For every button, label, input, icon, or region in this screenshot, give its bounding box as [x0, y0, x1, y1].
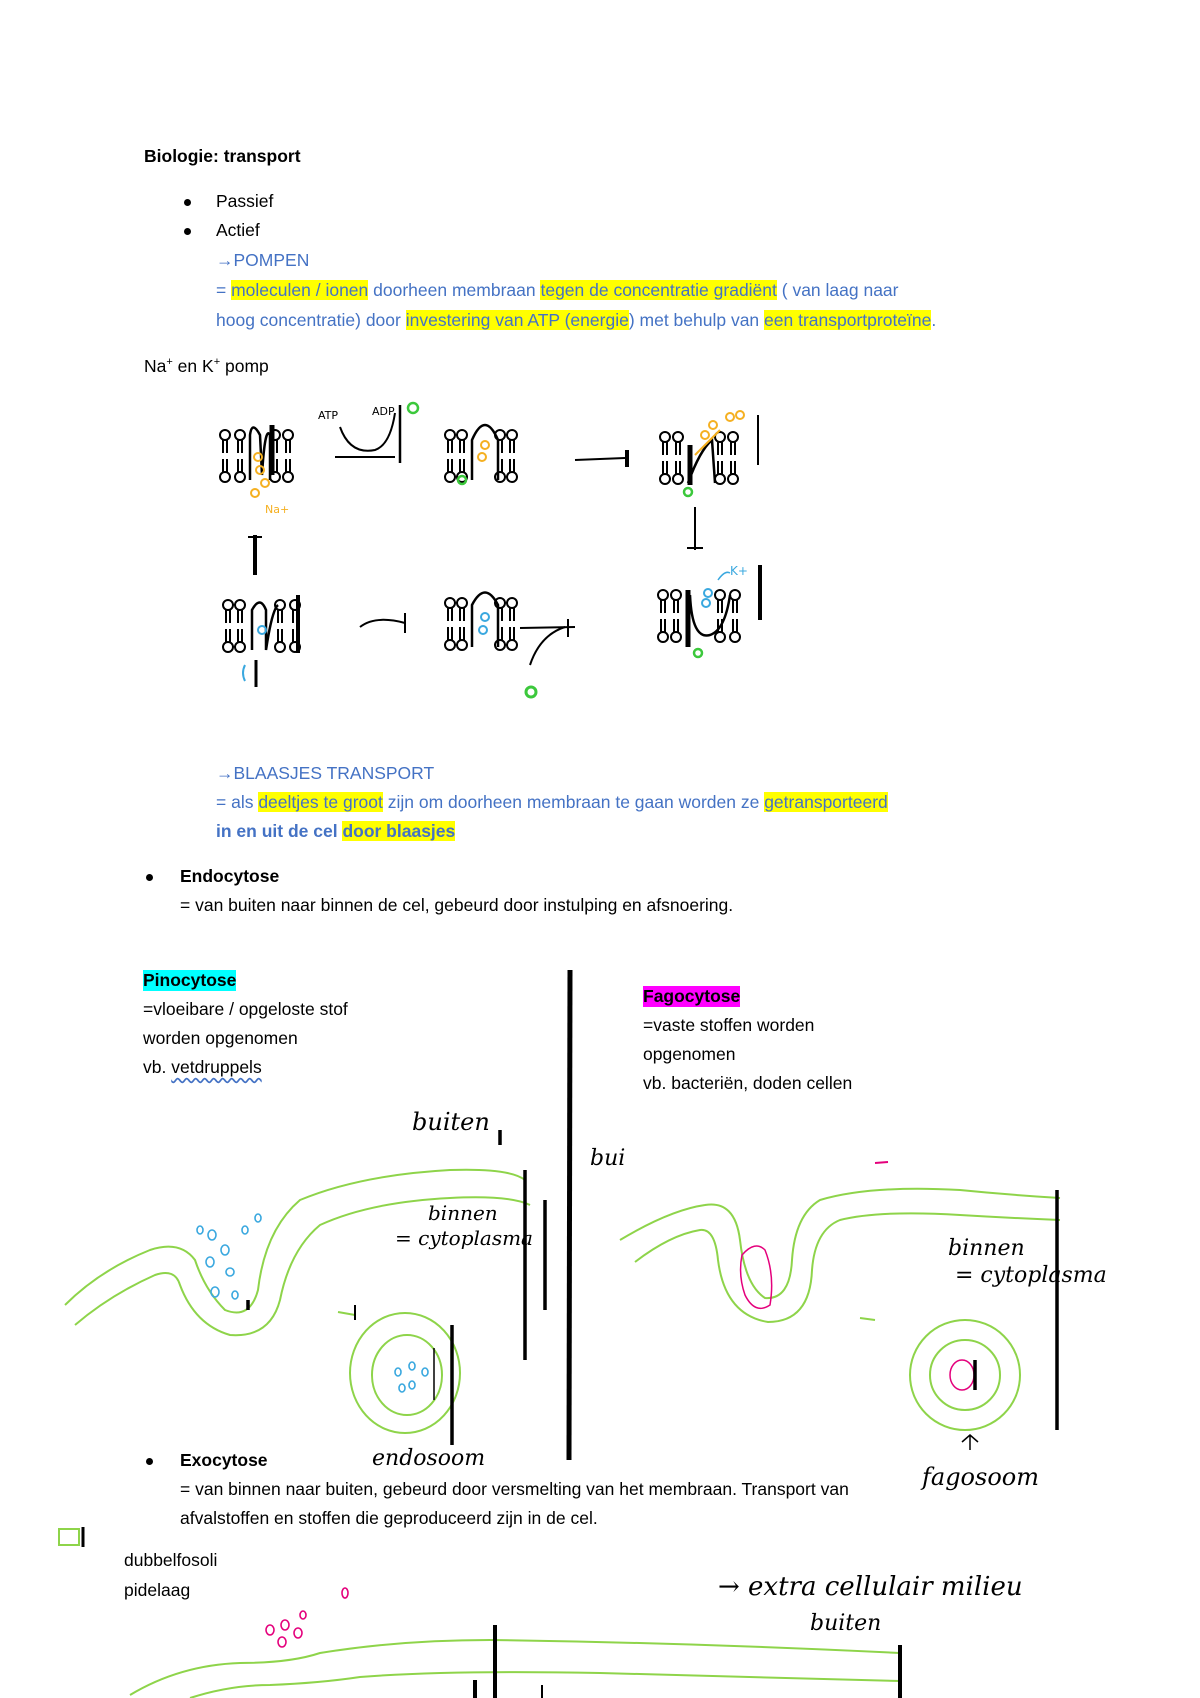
pinocytosis-membrane	[64, 1168, 531, 1434]
blaasjes-line1: = als deeltjes te groot zijn om doorheen…	[216, 792, 888, 813]
pump-stage-1: Na+	[219, 425, 294, 516]
superscript: +	[213, 356, 221, 369]
bullet-actief: Actief	[216, 220, 260, 240]
pump-stage-6	[222, 595, 301, 687]
pinocytose-title: Pinocytose	[143, 970, 237, 991]
label-extracellulair: → extra cellulair milieu	[718, 1572, 1023, 1602]
exocytosis-sketch: → extra cellulair milieu buiten	[129, 1572, 1023, 1698]
fagocytose-line2: opgenomen	[643, 1044, 736, 1064]
text-fragment: en K	[172, 356, 214, 376]
adp-label: ADP	[372, 405, 395, 418]
text-fragment: = als	[216, 792, 259, 812]
label-cytoplasma-right: = cytoplasma	[955, 1263, 1107, 1288]
pinocytosis-droplets	[196, 1213, 429, 1393]
pump-stage-2	[444, 423, 518, 486]
bacteria-in-fagosome	[949, 1359, 975, 1391]
exocytosis-particles	[265, 1587, 349, 1648]
release-arrow	[519, 619, 576, 699]
page-title: Biologie: transport	[144, 146, 301, 166]
exocytose-line2: afvalstoffen en stoffen die geproduceerd…	[180, 1508, 598, 1528]
exocytosis-membrane	[129, 1638, 901, 1698]
superscript: +	[166, 356, 173, 369]
text-fragment: vb.	[143, 1057, 172, 1077]
bullet-passief: Passief	[216, 191, 274, 211]
fagocytosis-membrane	[619, 1187, 1061, 1431]
label-fagosoom: fagosoom	[920, 1463, 1039, 1491]
pinocytose-line1: =vloeibare / opgeloste stof	[143, 999, 348, 1019]
bullet-dot	[184, 228, 191, 235]
text-fragment: ) met behulp van	[628, 310, 765, 330]
arrow-up	[248, 535, 262, 575]
label-buiten-left: buiten	[412, 1108, 490, 1136]
pinocytose-line3: vb. vetdruppels	[143, 1057, 262, 1078]
pump-label: Na+ en K+ pomp	[144, 356, 269, 377]
arrow-to-endosome	[337, 1311, 356, 1316]
ink-marks-bottom	[473, 1625, 902, 1698]
column-divider	[566, 969, 573, 1461]
dubbelfosfo-line2: pidelaag	[124, 1580, 191, 1600]
bullet-dot	[146, 874, 153, 881]
exocytose-title: Exocytose	[180, 1450, 268, 1470]
exocytose-line1: = van binnen naar buiten, gebeurd door v…	[180, 1479, 849, 1499]
arrow-up-fagosome	[961, 1434, 979, 1450]
endocytose-desc: = van buiten naar binnen de cel, gebeurd…	[180, 895, 734, 915]
fagocytose-title: Fagocytose	[643, 986, 741, 1007]
atp-label: ATP	[318, 409, 338, 422]
text-fragment: Na	[144, 356, 167, 376]
endocytosis-sketches: buiten binnen = cytoplasma endosoom bui …	[64, 1108, 1107, 1491]
bullet-dot	[184, 199, 191, 206]
text-fragment: in en uit de cel	[216, 821, 338, 841]
label-buiten-bottom: buiten	[810, 1611, 881, 1636]
text-fragment: .	[931, 310, 937, 330]
ink-marks-left	[246, 1130, 547, 1445]
pompen-heading: →POMPEN	[216, 250, 310, 270]
bacteria-shape	[739, 1245, 773, 1310]
highlight-door-blaasjes: door blaasjes	[342, 821, 456, 841]
highlight-atp: investering van ATP (energie	[405, 310, 629, 330]
text-fragment: ( van laag naar	[776, 280, 899, 300]
highlight-getransporteerd: getransporteerd	[764, 792, 888, 812]
highlight-transportproteine: een transportproteïne	[764, 310, 932, 330]
arrow-left	[359, 613, 406, 633]
spellcheck-word: vetdruppels	[171, 1057, 262, 1077]
na-ion-label: Na+	[265, 503, 289, 516]
small-marker	[58, 1527, 85, 1547]
highlight-moleculen: moleculen / ionen	[231, 280, 369, 300]
ink-mark	[874, 1161, 889, 1164]
pump-stage-5	[444, 591, 518, 651]
label-cytoplasma-left: = cytoplasma	[395, 1226, 533, 1250]
text-fragment: doorheen membraan	[368, 280, 541, 300]
label-binnen-left: binnen	[428, 1201, 498, 1225]
blaasjes-line2: in en uit de cel door blaasjes	[216, 821, 456, 842]
k-ion-label: K+	[730, 564, 748, 578]
highlight-deeltjes: deeltjes te groot	[258, 792, 383, 812]
fagocytose-line1: =vaste stoffen worden	[643, 1015, 815, 1035]
pump-stage-4: K+	[657, 564, 762, 659]
label-binnen-right: binnen	[948, 1236, 1025, 1261]
text-fragment: zijn om doorheen membraan te gaan worden…	[382, 792, 765, 812]
arrow-right	[574, 450, 629, 467]
arrow-down	[687, 507, 703, 550]
atp-adp-arrow: ATP ADP	[318, 401, 420, 463]
pompen-line1: = moleculen / ionen doorheen membraan te…	[216, 280, 899, 301]
arrow-to-fagosome	[859, 1317, 876, 1321]
blaasjes-heading: →BLAASJES TRANSPORT	[216, 763, 435, 783]
text-fragment: =	[216, 280, 232, 300]
endocytose-title: Endocytose	[180, 866, 280, 886]
pump-cycle-diagram: Na+ ATP ADP	[219, 401, 762, 699]
text-fragment: pomp	[220, 356, 269, 376]
pump-stage-3	[659, 410, 759, 498]
highlight-gradient: tegen de concentratie gradiënt	[540, 280, 777, 300]
pinocytose-line2: worden opgenomen	[143, 1028, 298, 1048]
label-endosoom: endosoom	[372, 1446, 485, 1471]
text-fragment: hoog concentratie) door	[216, 310, 406, 330]
dubbelfosfo-line1: dubbelfosoli	[124, 1550, 218, 1570]
bullet-dot	[146, 1458, 153, 1465]
pompen-line2: hoog concentratie) door investering van …	[216, 310, 936, 331]
ink-marks-right	[973, 1190, 1059, 1430]
fagocytose-line3: vb. bacteriën, doden cellen	[643, 1073, 853, 1093]
label-bui: bui	[590, 1146, 625, 1171]
